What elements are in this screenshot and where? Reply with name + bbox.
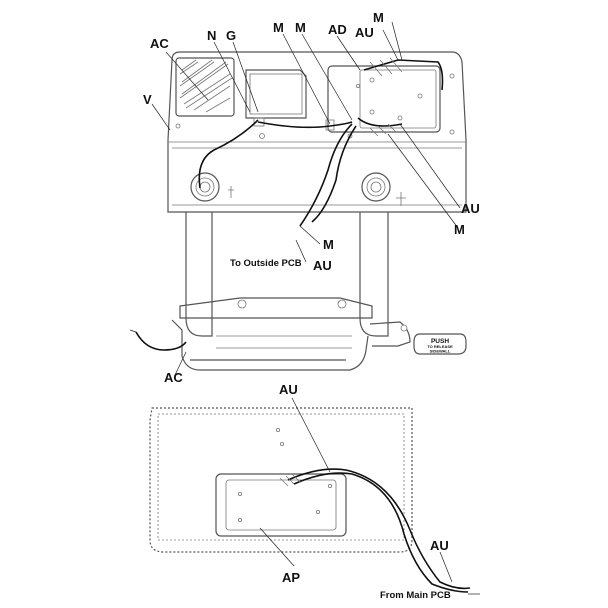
label-v: V — [143, 92, 152, 107]
label-ad: AD — [328, 22, 347, 37]
speaker-grille — [175, 57, 235, 117]
label-m-center: M — [323, 237, 334, 252]
lower-leaders — [259, 397, 480, 595]
upper-leaders — [151, 21, 461, 376]
label-m-top: M — [373, 10, 384, 25]
label-au-lower: AU — [279, 382, 298, 397]
label-ap: AP — [282, 570, 300, 585]
upper-housing-outline — [167, 51, 467, 213]
label-ac-bottom: AC — [164, 370, 183, 385]
label-au-right: AU — [461, 201, 480, 216]
callout-labels: AC N G M M AD AU M V AU M M To Outside P… — [143, 10, 480, 601]
push-to-release-label: TO RELEASE — [427, 344, 453, 349]
lower-panel-outline — [149, 407, 413, 553]
push-label: PUSH — [431, 338, 449, 345]
label-m-1: M — [273, 20, 284, 35]
label-to-outside-pcb: To Outside PCB — [230, 258, 302, 269]
support-arms — [171, 212, 411, 371]
pcb-enclosure — [327, 65, 441, 133]
label-from-main-pcb: From Main PCB — [380, 590, 451, 601]
label-n: N — [207, 28, 216, 43]
push-release-button: PUSH TO RELEASE SIDEWALL — [413, 333, 467, 355]
push-sidewall-label: SIDEWALL — [430, 349, 451, 354]
label-au-lower-right: AU — [430, 538, 449, 553]
label-au-top: AU — [355, 25, 374, 40]
label-m-2: M — [295, 20, 306, 35]
lower-panel — [149, 407, 471, 593]
label-m-right: M — [454, 222, 465, 237]
label-g: G — [226, 28, 236, 43]
label-au-center: AU — [313, 258, 332, 273]
left-knob — [190, 172, 220, 202]
right-knob — [361, 172, 391, 202]
upper-assembly — [167, 51, 467, 213]
label-ac-top: AC — [150, 36, 169, 51]
upper-cables — [129, 57, 444, 351]
pcb-mount-plate — [215, 473, 347, 537]
display-window — [245, 69, 307, 119]
